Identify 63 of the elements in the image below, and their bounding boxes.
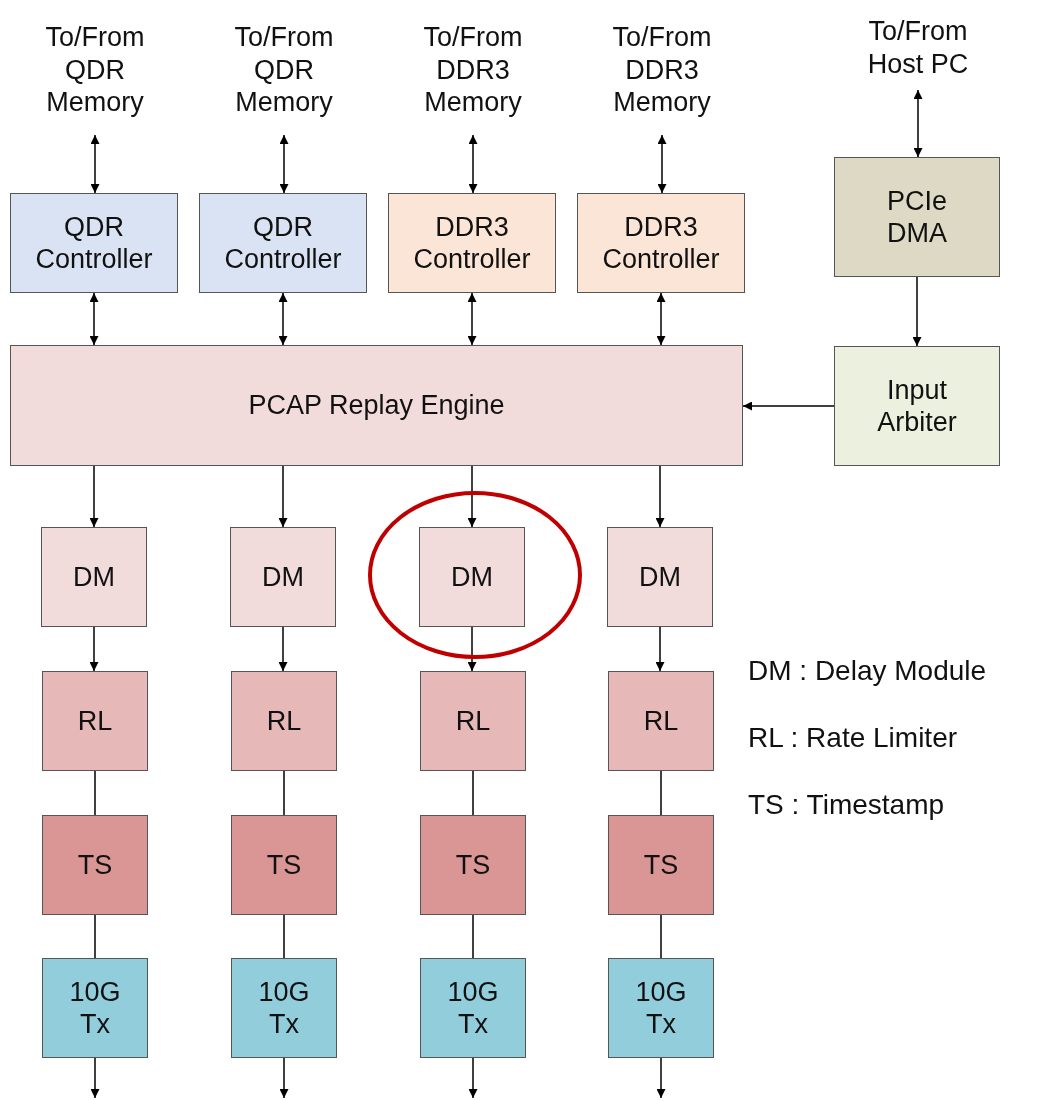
arrow — [913, 89, 923, 158]
arrow — [657, 134, 667, 194]
arrow — [912, 276, 922, 347]
module-box: DM — [607, 527, 713, 627]
highlight-ellipse — [367, 490, 583, 660]
arrow — [656, 1057, 666, 1099]
arrow — [279, 1057, 289, 1099]
module-box: TS — [42, 815, 148, 915]
module-box: TS — [420, 815, 526, 915]
module-box: RL — [42, 671, 148, 771]
arrow — [468, 134, 478, 194]
controller-box: QDR Controller — [199, 193, 367, 293]
arrow — [467, 465, 477, 528]
engine-box: PCAP Replay Engine — [10, 345, 743, 466]
arrow — [468, 1057, 478, 1099]
arrow — [656, 292, 666, 346]
arrow — [90, 1057, 100, 1099]
dma-box: PCIe DMA — [834, 157, 1000, 277]
transmitter-box: 10G Tx — [420, 958, 526, 1058]
controller-box: QDR Controller — [10, 193, 178, 293]
module-box: DM — [230, 527, 336, 627]
transmitter-box: 10G Tx — [42, 958, 148, 1058]
controller-box: DDR3 Controller — [388, 193, 556, 293]
arrow — [655, 626, 665, 672]
arrow — [278, 465, 288, 528]
arbiter-box: Input Arbiter — [834, 346, 1000, 466]
legend-text: RL : Rate Limiter — [748, 722, 958, 754]
arrow — [90, 134, 100, 194]
transmitter-box: 10G Tx — [231, 958, 337, 1058]
module-box: RL — [608, 671, 714, 771]
arrow — [89, 465, 99, 528]
port-label: To/From Host PC — [843, 5, 993, 90]
connector-line — [94, 914, 96, 959]
arrow — [655, 465, 665, 528]
module-box: DM — [41, 527, 147, 627]
arrow — [279, 134, 289, 194]
port-label: To/From DDR3 Memory — [587, 5, 737, 135]
legend-text: DM : Delay Module — [748, 655, 987, 687]
module-box: DM — [419, 527, 525, 627]
module-box: TS — [231, 815, 337, 915]
module-box: RL — [420, 671, 526, 771]
arrow — [467, 626, 477, 672]
connector-line — [283, 770, 285, 816]
port-label: To/From QDR Memory — [20, 5, 170, 135]
arrow — [89, 626, 99, 672]
arrow — [278, 626, 288, 672]
connector-line — [283, 914, 285, 959]
port-label: To/From DDR3 Memory — [398, 5, 548, 135]
port-label: To/From QDR Memory — [209, 5, 359, 135]
connector-line — [472, 770, 474, 816]
connector-line — [660, 770, 662, 816]
connector-line — [94, 770, 96, 816]
arrow — [89, 292, 99, 346]
arrow — [467, 292, 477, 346]
transmitter-box: 10G Tx — [608, 958, 714, 1058]
connector-line — [472, 914, 474, 959]
arrow — [278, 292, 288, 346]
module-box: RL — [231, 671, 337, 771]
connector-line — [660, 914, 662, 959]
legend-text: TS : Timestamp — [748, 789, 945, 821]
arrow — [742, 401, 835, 411]
module-box: TS — [608, 815, 714, 915]
controller-box: DDR3 Controller — [577, 193, 745, 293]
